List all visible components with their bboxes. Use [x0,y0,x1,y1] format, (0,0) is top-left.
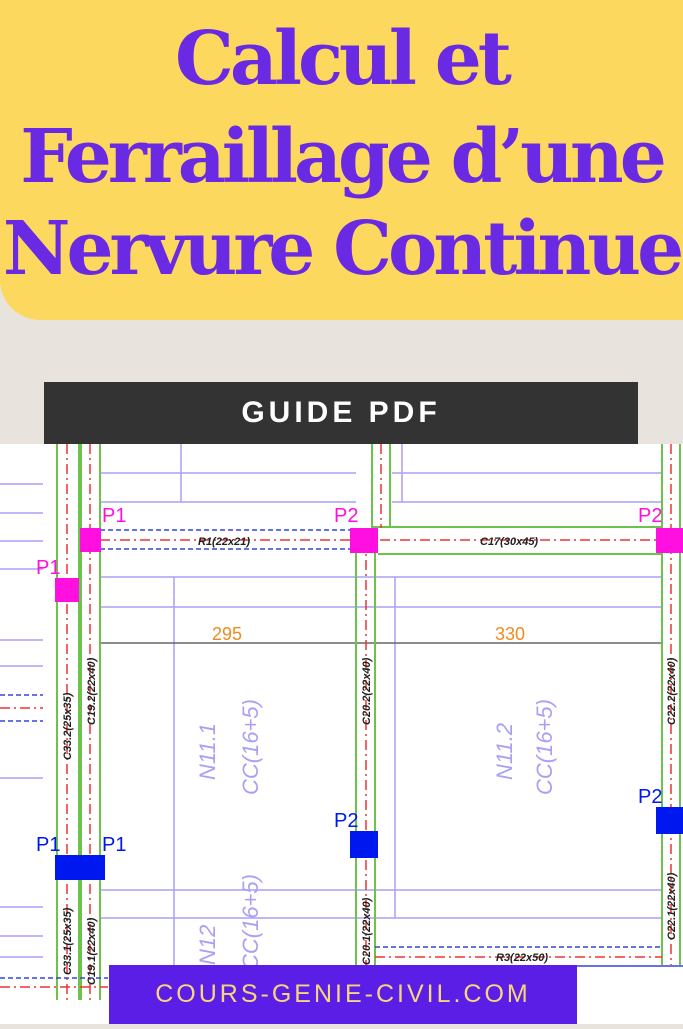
title-line-3: Nervure Continue [2,206,683,292]
column-label: P1 [36,834,60,856]
beam-label: C33.1(25x35) [62,907,74,975]
title-line-2: Ferraillage d’une [20,114,667,200]
beam-label: C19.1(22x40) [86,917,98,985]
column-p1 [80,528,101,552]
beam-label: C20.2(22x40) [361,657,373,725]
floor-plan-drawing: P1 P1 P2 P2 P1 P1 P2 P2 R1(22x21) C17(30… [0,444,683,1024]
column-label: P2 [638,505,662,527]
columns-top [55,528,683,602]
beam-label: R1(22x21) [198,536,250,548]
rib-label: N12 [195,925,220,965]
rib-label: N11.2 [492,723,517,780]
beam-label: C17(30x45) [480,536,538,548]
column-label: P1 [36,557,60,579]
rib-label: N11.1 [195,723,220,780]
slab-label: CC(16+5) [532,699,557,795]
column-label: P2 [334,810,358,832]
span-label: 295 [212,624,242,644]
columns-bottom [55,807,683,880]
column-p2 [350,831,378,858]
title-line-1: Calcul et [175,16,512,102]
beam-label: C22.1(22x40) [666,872,678,940]
column-label: P2 [334,505,358,527]
column-p1 [55,578,79,602]
column-p2 [656,807,683,834]
slab-label: CC(16+5) [238,874,263,970]
beam-label: R3(22x50) [496,952,548,964]
column-label: P1 [102,505,126,527]
dashed-beams [0,529,662,979]
column-label: P2 [638,786,662,808]
beam-label: C19.2(22x40) [86,657,98,725]
column-p2 [350,528,378,553]
beam-label: C20.1(22x40) [361,897,373,965]
slab-label: CC(16+5) [238,699,263,795]
slab-lines [0,444,662,1024]
guide-pdf-banner: GUIDE PDF [44,382,638,444]
column-p2 [656,528,683,553]
column-label: P1 [102,834,126,856]
website-footer[interactable]: COURS-GENIE-CIVIL.COM [109,965,577,1024]
column-p1 [55,855,105,880]
span-label: 330 [495,624,525,644]
title-box: Calcul et Ferraillage d’une Nervure Cont… [0,0,683,320]
beam-label: C22.2(22x40) [666,657,678,725]
beam-label: C33.2(25x35) [62,692,74,760]
